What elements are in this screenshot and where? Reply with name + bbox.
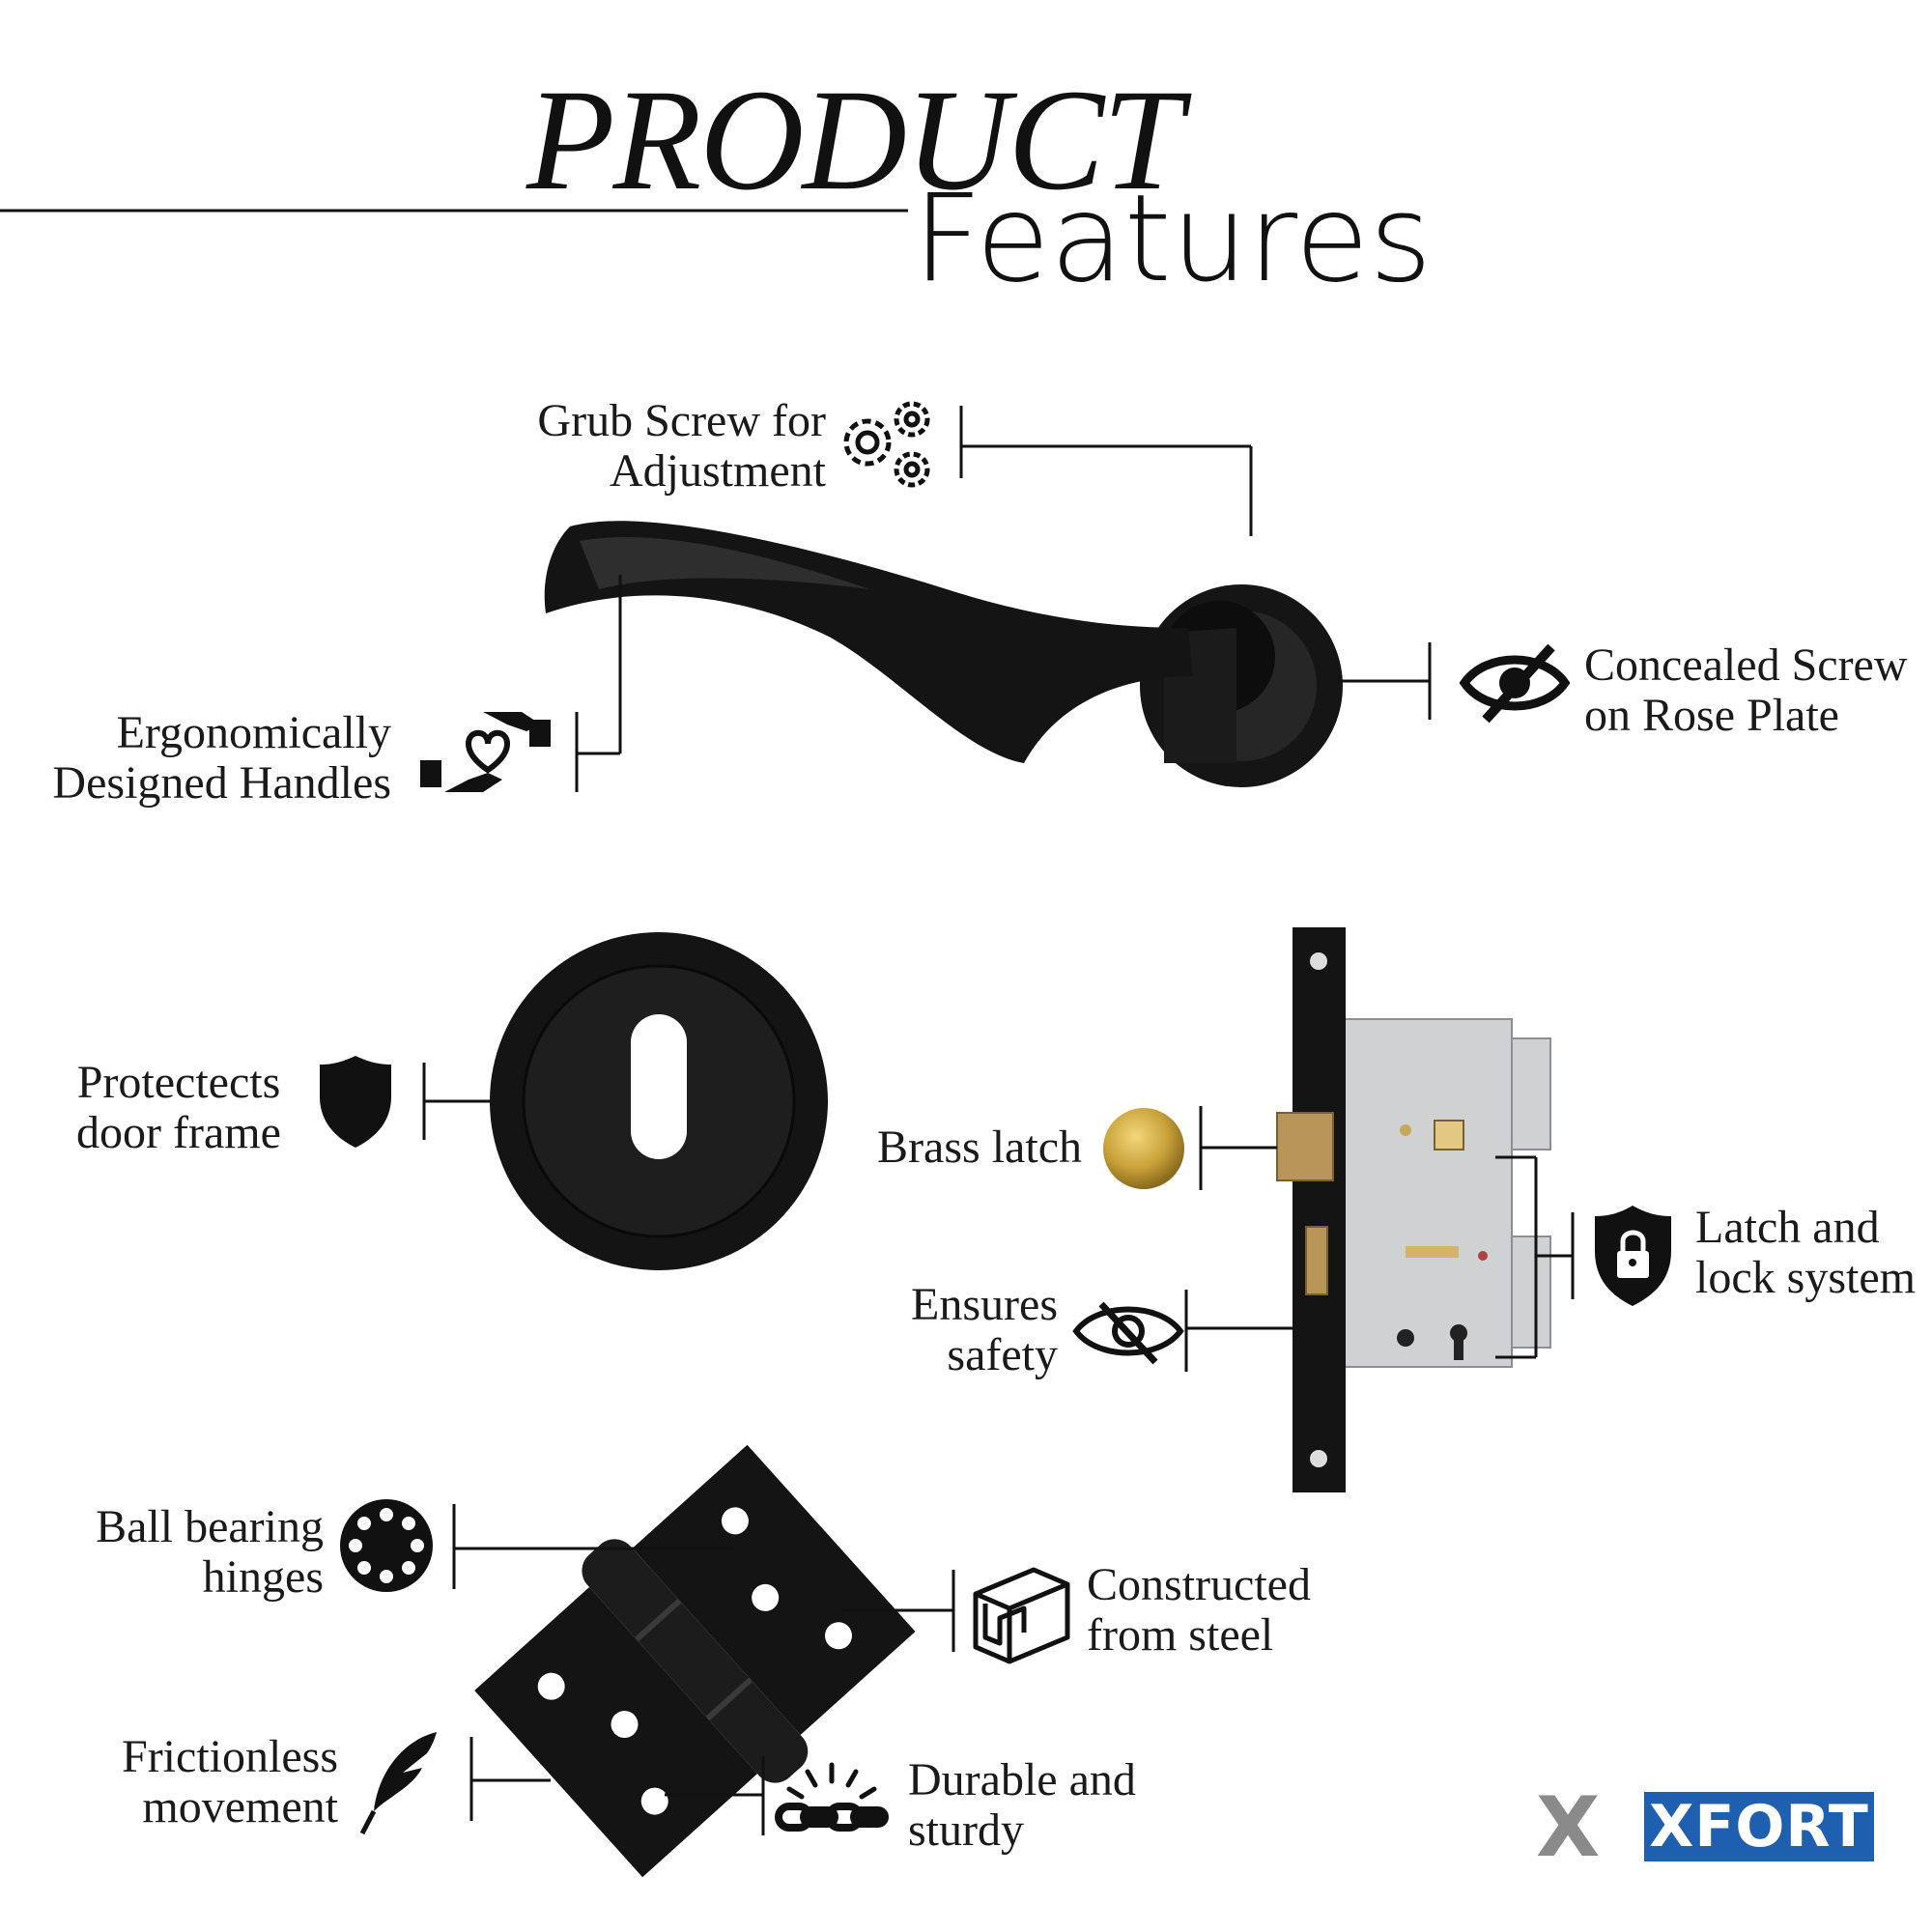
label-frictionless: Frictionless movement <box>122 1731 338 1833</box>
label-ball-bearing: Ball bearing hinges <box>96 1501 324 1603</box>
label-brass-latch: Brass latch <box>877 1122 1082 1173</box>
label-durable: Durable and sturdy <box>908 1754 1136 1856</box>
brand-x-mark: X <box>1536 1779 1601 1876</box>
mortice-lock-image <box>1276 927 1551 1492</box>
label-ergonomic: Ergonomically Designed Handles <box>52 707 391 809</box>
title-product: PRODUCT <box>526 60 1183 220</box>
shield-icon <box>320 1056 391 1148</box>
feather-icon <box>359 1732 437 1835</box>
label-latch-lock: Latch and lock system <box>1695 1202 1916 1303</box>
label-ensures-safety: Ensures safety <box>911 1279 1058 1380</box>
label-steel: Constructed from steel <box>1087 1559 1311 1661</box>
label-concealed-screw: Concealed Screw on Rose Plate <box>1584 639 1908 741</box>
lever-handle-image <box>544 521 1343 787</box>
shield-lock-icon <box>1595 1206 1671 1306</box>
label-grub-screw: Grub Screw for Adjustment <box>537 395 826 497</box>
label-protects-frame: Protectects door frame <box>76 1057 281 1158</box>
ball-bearing-icon <box>340 1499 433 1592</box>
eye-slash-outline-icon <box>1072 1301 1184 1365</box>
escutcheon-image <box>490 932 828 1270</box>
brand-logo: XFORT <box>1644 1792 1874 1861</box>
gears-icon <box>843 401 930 488</box>
hands-heart-icon <box>420 712 551 792</box>
brass-disc-icon <box>1103 1108 1184 1189</box>
title-features: Features <box>913 169 1433 309</box>
broken-chain-icon <box>775 1762 889 1832</box>
steel-profile-icon <box>973 1567 1070 1664</box>
eye-slash-icon <box>1459 643 1571 724</box>
hinge-image <box>474 1444 916 1878</box>
